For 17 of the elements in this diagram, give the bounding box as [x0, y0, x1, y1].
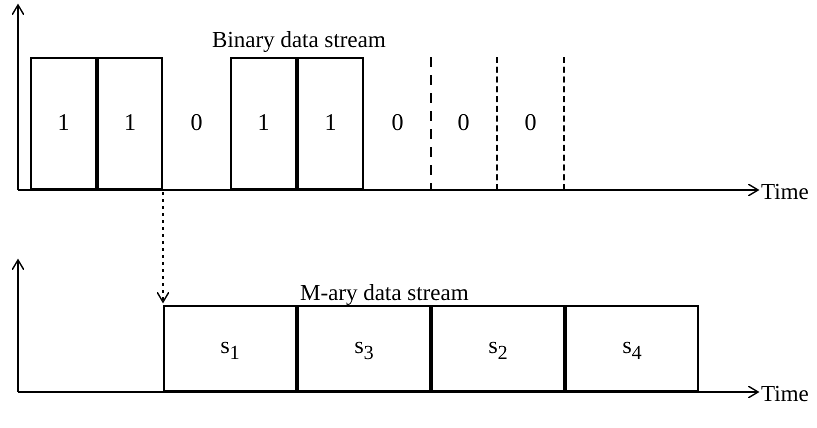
bit-cell: 1	[297, 57, 364, 190]
arrow	[156, 192, 170, 303]
axis-label: Time	[761, 180, 809, 203]
bit-cell: 0	[431, 57, 498, 190]
bit-cell: 0	[498, 57, 565, 190]
symbol-cell: s$_{2}$	[431, 305, 565, 392]
bit-value: 0	[364, 57, 431, 190]
bit-cell: 1	[97, 57, 163, 190]
bit-value: 0	[163, 57, 230, 190]
axis-label: Time	[761, 382, 809, 405]
bit-cell: 1	[230, 57, 297, 190]
symbol-cell: s$_{3}$	[297, 305, 431, 392]
bit-cell: 1	[30, 57, 97, 190]
stream-title: M-ary data stream	[300, 281, 469, 304]
symbol-cell: s$_{4}$	[565, 305, 699, 392]
symbol-cell: s$_{1}$	[163, 305, 297, 392]
stream-title: Binary data stream	[212, 28, 386, 51]
